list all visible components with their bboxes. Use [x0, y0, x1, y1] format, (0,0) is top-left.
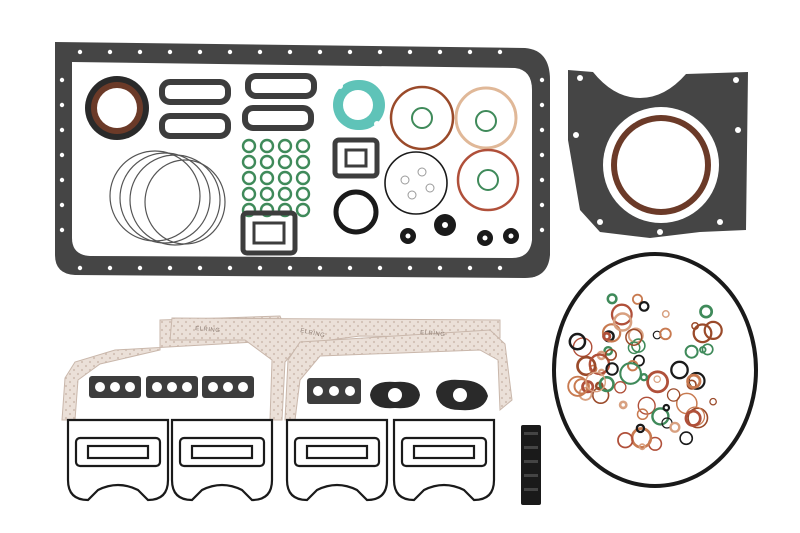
strip-brand-text-1: ELRING [195, 326, 221, 334]
flange-inner [252, 148, 368, 245]
valve-cover-gaskets [66, 418, 496, 502]
strip-brand-marks: ELRING ELRING ELRING [195, 326, 446, 339]
teal-gasket [333, 80, 385, 130]
thin-rings [109, 150, 226, 246]
egr-gaskets [370, 379, 488, 411]
fiber-strip-right [284, 329, 513, 421]
assorted-small-orings [567, 293, 723, 451]
black-oring-mid [333, 189, 379, 235]
flange-gaskets [240, 137, 380, 256]
exhaust-gaskets [159, 73, 317, 139]
fiber-strip-mid [169, 317, 501, 421]
large-orings [384, 85, 520, 215]
large-black-oring [552, 252, 758, 488]
front-crank-seal [85, 76, 149, 140]
rubber-block [521, 425, 541, 505]
strip-brand-text-2: ELRING [300, 328, 326, 339]
strip-brand-text-3: ELRING [420, 330, 446, 338]
rear-seal-gasket [568, 70, 748, 238]
white-plugs [400, 167, 435, 200]
green-oring-grid [241, 138, 311, 218]
